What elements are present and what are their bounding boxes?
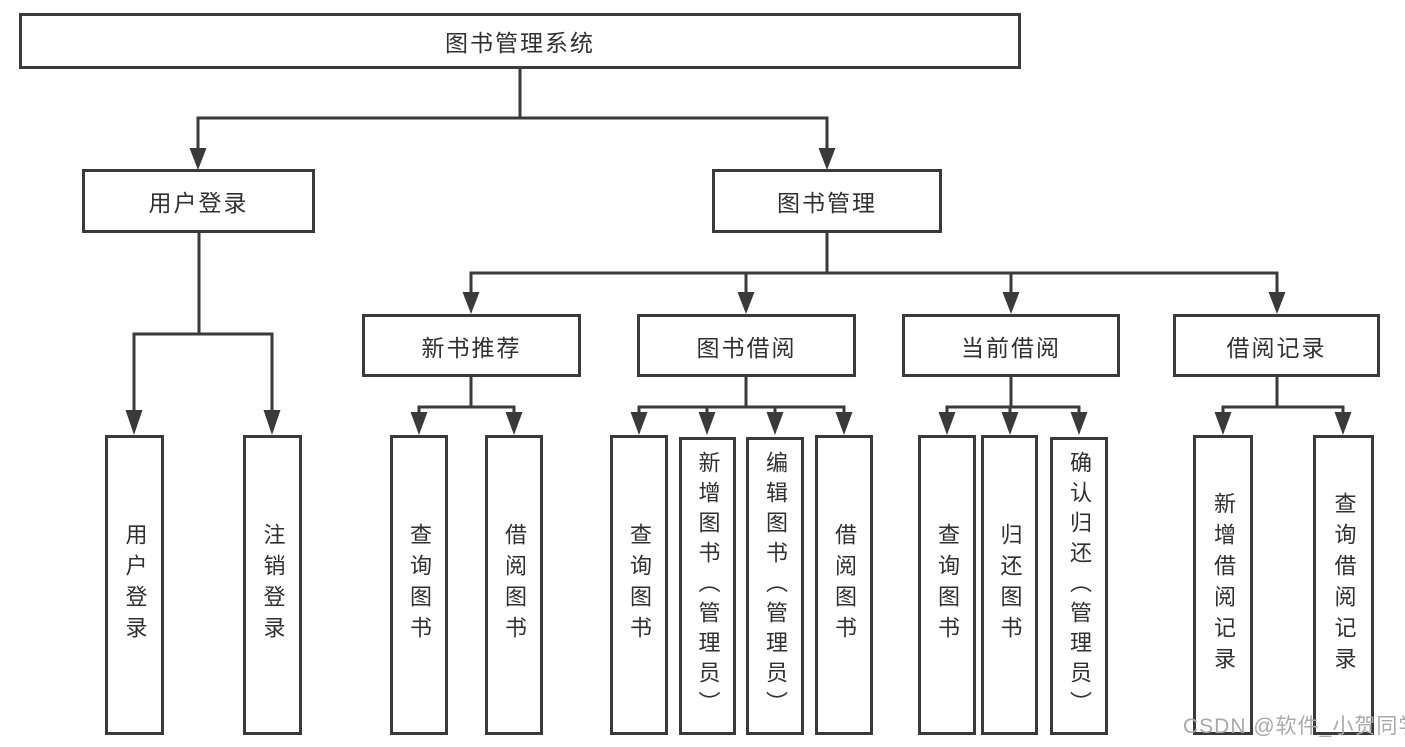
leaf-newbook-borrow: 借阅图书 — [485, 435, 543, 735]
leaf-newbook-query: 查询图书 — [390, 435, 448, 735]
leaf-borrow-add-label: 新增图书（管理员） — [695, 451, 721, 721]
node-user-login: 用户登录 — [82, 169, 315, 233]
node-user-login-label: 用户登录 — [148, 190, 249, 216]
node-new-book-rec: 新书推荐 — [362, 314, 581, 377]
leaf-login-user: 用户登录 — [105, 435, 164, 735]
leaf-login-logout: 注销登录 — [243, 435, 302, 735]
leaf-borrow-query-label: 查询图书 — [627, 523, 652, 647]
connector-records-to-leaves — [1214, 377, 1352, 435]
leaf-borrow-lend-label: 借阅图书 — [832, 523, 857, 647]
node-borrow-records-label: 借阅记录 — [1226, 334, 1327, 361]
leaf-borrow-edit: 编辑图书（管理员） — [746, 437, 804, 735]
leaf-current-return-label: 归还图书 — [997, 523, 1023, 647]
node-book-mgmt: 图书管理 — [712, 169, 942, 233]
leaf-newbook-borrow-label: 借阅图书 — [502, 523, 527, 647]
node-new-book-rec-label: 新书推荐 — [421, 334, 522, 361]
node-root: 图书管理系统 — [19, 13, 1021, 69]
leaf-borrow-add: 新增图书（管理员） — [679, 437, 736, 735]
watermark-text: CSDN @软件_小贺同学 — [1183, 715, 1405, 738]
leaf-current-confirm-label: 确认归还（管理员） — [1067, 451, 1092, 721]
connector-borrow-to-leaves — [630, 377, 853, 435]
leaf-newbook-query-label: 查询图书 — [407, 523, 432, 647]
leaf-current-query-label: 查询图书 — [935, 523, 960, 647]
leaf-current-query: 查询图书 — [918, 435, 976, 735]
node-book-borrow: 图书借阅 — [637, 314, 856, 377]
leaf-records-query: 查询借阅记录 — [1313, 435, 1374, 735]
node-current-borrow-label: 当前借阅 — [961, 334, 1061, 361]
node-book-mgmt-label: 图书管理 — [777, 190, 877, 216]
leaf-borrow-edit-label: 编辑图书（管理员） — [763, 451, 788, 721]
connector-root-to-l2 — [189, 68, 836, 170]
leaf-borrow-query: 查询图书 — [610, 435, 668, 735]
connector-newbook-to-leaves — [410, 377, 523, 435]
leaf-records-add-label: 新增借阅记录 — [1211, 492, 1236, 678]
leaf-login-logout-label: 注销登录 — [260, 523, 286, 647]
node-current-borrow: 当前借阅 — [902, 314, 1120, 377]
connector-current-to-leaves — [938, 377, 1088, 435]
leaf-current-return: 归还图书 — [981, 435, 1038, 735]
node-root-label: 图书管理系统 — [445, 30, 595, 56]
node-borrow-records: 借阅记录 — [1173, 314, 1380, 377]
leaf-login-user-label: 用户登录 — [122, 523, 148, 647]
leaf-borrow-lend: 借阅图书 — [815, 435, 873, 735]
node-book-borrow-label: 图书借阅 — [696, 334, 797, 361]
connector-login-to-leaves — [125, 233, 281, 435]
leaf-current-confirm: 确认归还（管理员） — [1050, 437, 1108, 735]
leaf-records-add: 新增借阅记录 — [1193, 435, 1253, 735]
connector-mgmt-to-l3 — [462, 233, 1286, 314]
leaf-records-query-label: 查询借阅记录 — [1331, 492, 1357, 678]
